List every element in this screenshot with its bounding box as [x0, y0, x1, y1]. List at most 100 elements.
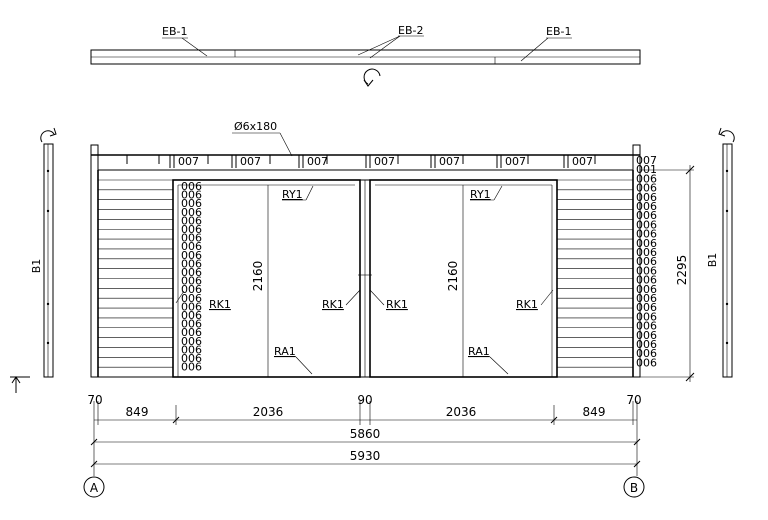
log-code: 006 — [636, 228, 657, 241]
log-code: 006 — [181, 292, 202, 305]
log-code: 006 — [636, 191, 657, 204]
inner-total: 5860 — [350, 427, 381, 441]
log-code: 006 — [636, 292, 657, 305]
log-code: 006 — [636, 320, 657, 333]
dim-seg-7: 70 — [626, 393, 641, 407]
ra-annotations: RA1 RA1 — [274, 345, 509, 375]
right-side-section: B1 — [706, 127, 735, 378]
log-code: 006 — [181, 197, 202, 210]
right-wall-logs — [557, 179, 633, 368]
log-code: 006 — [181, 180, 202, 193]
log-code: 006 — [636, 301, 657, 314]
eb1-left-label: EB-1 — [162, 25, 187, 38]
dim-seg-2: 849 — [126, 405, 149, 419]
log-code: 006 — [636, 347, 657, 360]
log-code: 006 — [636, 338, 657, 351]
log-code: 006 — [636, 310, 657, 323]
top-log-code: 007 — [307, 155, 328, 168]
dim-seg-4: 90 — [357, 393, 372, 407]
rk-annotations: RK1 RK1 RK1 RK1 — [175, 289, 554, 311]
log-code: 006 — [181, 335, 202, 348]
log-code: 006 — [181, 318, 202, 331]
outer-total: 5930 — [350, 449, 381, 463]
eb2-leader-b — [369, 35, 401, 59]
door-height-left: 2160 — [251, 261, 265, 292]
log-code: 006 — [636, 200, 657, 213]
dim-seg-6: 849 — [583, 405, 606, 419]
door-height-right: 2160 — [446, 261, 460, 292]
top-beam-view: EB-1 EB-2 EB-1 — [90, 24, 641, 87]
log-code: 006 — [181, 206, 202, 219]
log-code: 006 — [181, 275, 202, 288]
log-code: 006 — [181, 352, 202, 365]
rk-label-2: RK1 — [322, 298, 344, 311]
top-log-code: 007 — [178, 155, 199, 168]
log-code: 006 — [181, 266, 202, 279]
ry-annotations: RY1 RY1 — [282, 185, 503, 201]
log-code: 006 — [181, 223, 202, 236]
eb1-left-leader — [181, 37, 208, 57]
log-code: 006 — [181, 249, 202, 262]
ry-label-left: RY1 — [282, 188, 303, 201]
log-code: 006 — [636, 182, 657, 195]
side-label-left: B1 — [30, 259, 43, 274]
log-code: 006 — [636, 172, 657, 185]
log-code: 006 — [181, 343, 202, 356]
front-elevation — [90, 144, 641, 378]
log-code: 006 — [181, 189, 202, 202]
rk-label-3: RK1 — [386, 298, 408, 311]
dim-seg-5: 2036 — [446, 405, 477, 419]
log-code: 006 — [636, 218, 657, 231]
total-height-dimension: 2295 — [640, 165, 695, 382]
axis-a: A — [83, 476, 105, 498]
rotate-left-icon — [40, 130, 55, 143]
log-code: 007 — [636, 154, 657, 167]
ry-label-right: RY1 — [470, 188, 491, 201]
screw-annotation: Ø6x180 — [232, 120, 293, 157]
left-wall-logs — [98, 179, 173, 368]
dim-seg-1: 70 — [87, 393, 102, 407]
axis-b-label: B — [630, 481, 638, 495]
top-log-code: 007 — [374, 155, 395, 168]
eb2-leader-a — [357, 35, 401, 56]
rk-label-1: RK1 — [209, 298, 231, 311]
axis-a-label: A — [90, 481, 99, 495]
dim-seg-3: 2036 — [253, 405, 284, 419]
log-code: 006 — [636, 237, 657, 250]
log-code: 006 — [636, 264, 657, 277]
ra-label-right: RA1 — [468, 345, 490, 358]
log-code: 006 — [181, 214, 202, 227]
total-height: 2295 — [675, 255, 689, 286]
right-door-frame — [369, 179, 558, 378]
log-code: 006 — [636, 283, 657, 296]
axis-b: B — [623, 476, 645, 498]
log-code: 006 — [181, 257, 202, 270]
log-code: 006 — [636, 209, 657, 222]
log-code: 006 — [181, 240, 202, 253]
screw-label: Ø6x180 — [234, 120, 277, 133]
eb1-right-label: EB-1 — [546, 25, 571, 38]
log-code: 006 — [181, 361, 202, 374]
eb2-label: EB-2 — [398, 24, 423, 37]
top-log-code: 007 — [240, 155, 261, 168]
rotate-right-icon — [720, 130, 735, 143]
top-log-code: 007 — [439, 155, 460, 168]
log-code: 006 — [181, 300, 202, 313]
log-code: 006 — [636, 246, 657, 259]
eb1-right-leader — [520, 37, 549, 62]
log-code: 006 — [636, 274, 657, 287]
left-side-section: B1 — [10, 127, 57, 393]
log-code: 006 — [181, 232, 202, 245]
top-log-code: 007 — [572, 155, 593, 168]
ra-label-left: RA1 — [274, 345, 296, 358]
rk-label-4: RK1 — [516, 298, 538, 311]
log-code: 006 — [181, 326, 202, 339]
log-code: 006 — [181, 283, 202, 296]
side-label-right: B1 — [706, 253, 719, 268]
bottom-dimensions: 70 849 2036 90 2036 849 70 5860 5930 — [87, 393, 642, 476]
log-code: 006 — [636, 255, 657, 268]
log-code: 006 — [181, 309, 202, 322]
door-log-codes: 0060060060060060060060060060060060060060… — [181, 180, 202, 374]
